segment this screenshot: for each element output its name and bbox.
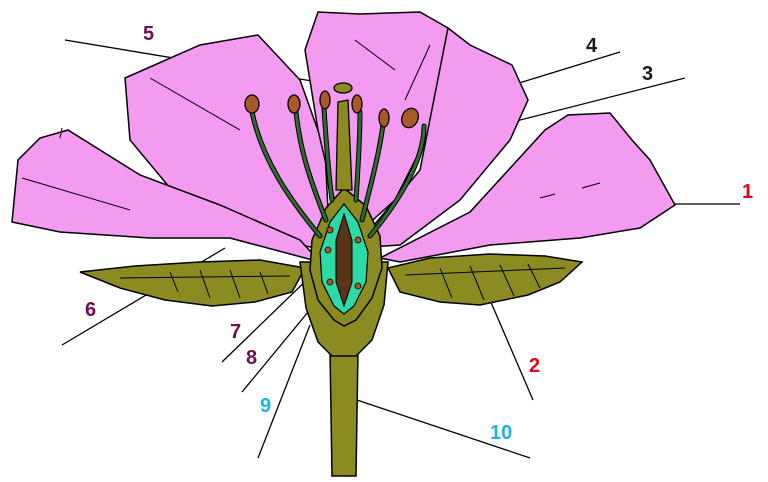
ovule (325, 247, 331, 253)
ovule (327, 279, 333, 285)
anther (245, 95, 259, 113)
label-5: 5 (143, 24, 154, 44)
label-3: 3 (642, 64, 653, 84)
stigma (334, 83, 352, 93)
label-4: 4 (586, 36, 597, 56)
label-2: 2 (529, 356, 540, 376)
label-10: 10 (490, 423, 512, 443)
stem (330, 350, 358, 476)
anther (288, 95, 300, 113)
label-7: 7 (230, 322, 241, 342)
label-9: 9 (260, 396, 271, 416)
sepal-left (80, 260, 305, 306)
leader-line-8 (242, 300, 318, 392)
label-6: 6 (85, 300, 96, 320)
sepal-right (388, 254, 582, 305)
leader-line-9 (258, 325, 310, 458)
label-8: 8 (246, 348, 257, 368)
anther (320, 91, 330, 109)
ovule (355, 237, 361, 243)
anther (352, 95, 362, 113)
ovule (355, 283, 361, 289)
leader-line-2 (490, 300, 533, 400)
ovule (327, 227, 333, 233)
label-1: 1 (742, 182, 753, 202)
anther (379, 109, 389, 127)
